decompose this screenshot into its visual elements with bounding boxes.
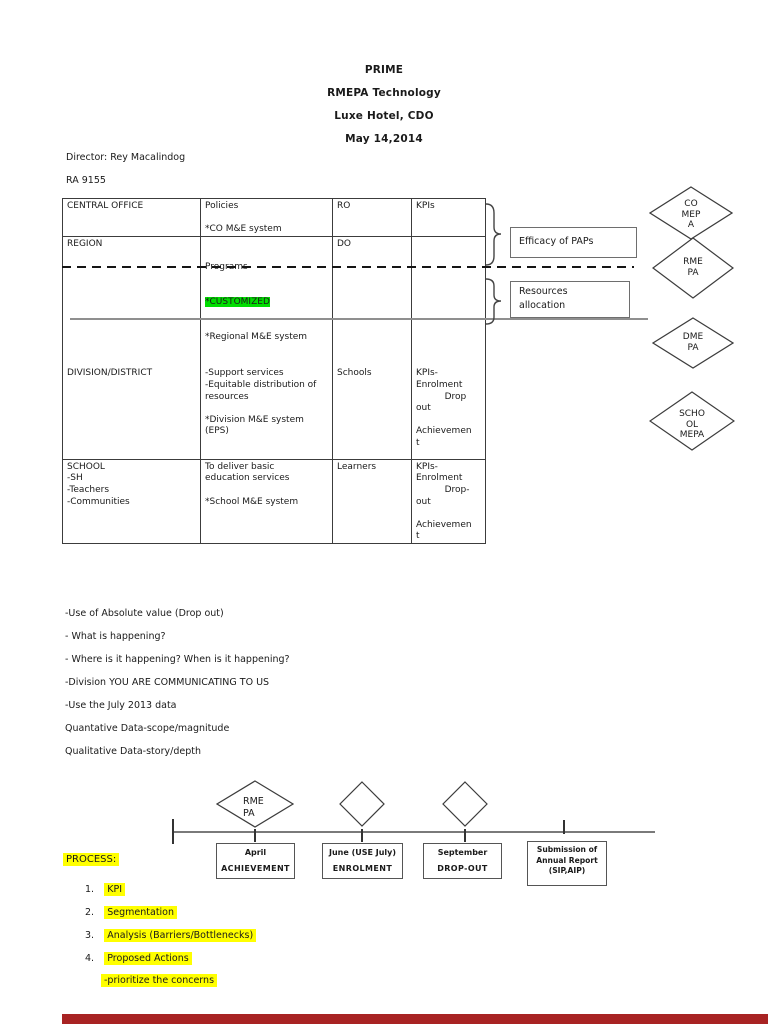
cell-mandate: -Support services -Equitable distributio…: [200, 366, 333, 460]
timeline-tick: [361, 829, 363, 842]
diamond-school-mepa-icon: [649, 391, 735, 451]
timeline-diamond-rme-pa-icon: [216, 780, 294, 828]
timeline-diamond-icon: [339, 781, 385, 827]
callout-resources-allocation: Resources allocation: [510, 281, 630, 318]
cell-kpi: KPIs- Enrolment Drop- out Achievemen t: [411, 458, 486, 544]
timeline-tick: [563, 820, 565, 834]
cell-mandate: To deliver basic education services *Sch…: [200, 458, 333, 544]
list-number: 1.: [85, 884, 95, 895]
cell-level: REGION: [62, 235, 201, 367]
timeline-month: June (USE July): [328, 848, 397, 857]
note-line: -Use of Absolute value (Drop out): [65, 608, 224, 619]
doc-date: May 14,2014: [345, 133, 423, 145]
list-number: 4.: [85, 953, 95, 964]
timeline-tick: [254, 829, 256, 842]
diamond-dme-pa-icon: [652, 317, 734, 369]
note-line: Quantative Data-scope/magnitude: [65, 723, 230, 734]
diamond-label-rme-pa: RME PA: [683, 257, 703, 278]
timeline-month: September: [437, 848, 488, 857]
doc-title: PRIME: [364, 64, 404, 76]
doc-subtitle: RMEPA Technology: [327, 87, 441, 99]
mandate-line: *Regional M&E system: [205, 331, 308, 342]
table-row-region: REGION Programs *CUSTOMIZED *Regional M&…: [62, 235, 486, 367]
diamond-label-school-mepa: SCHO OL MEPA: [679, 408, 705, 441]
process-label: PROCESS:: [63, 853, 120, 866]
process-item-segmentation: Segmentation: [104, 906, 178, 919]
timeline-box-september: September DROP-OUT: [423, 843, 502, 879]
timeline-kpi: DROP-OUT: [437, 864, 488, 873]
ra-line: RA 9155: [66, 175, 106, 186]
cell-kpi: KPIs: [411, 198, 486, 237]
process-item-analysis: Analysis (Barriers/Bottlenecks): [104, 929, 257, 942]
cell-mandate: Policies *CO M&E system: [200, 198, 333, 237]
timeline-diamond-label: RME PA: [243, 796, 264, 819]
table-row-school: SCHOOL -SH -Teachers -Communities To del…: [62, 458, 486, 544]
note-line: -Division YOU ARE COMMUNICATING TO US: [65, 677, 270, 688]
list-number: 3.: [85, 930, 95, 941]
diamond-label-co-mepa: CO MEP A: [681, 198, 701, 231]
note-line: -Use the July 2013 data: [65, 700, 177, 711]
horizontal-divider-line: [70, 318, 648, 320]
org-table: CENTRAL OFFICE Policies *CO M&E system R…: [62, 198, 486, 544]
brace-icon: [485, 278, 502, 325]
timeline-month: April: [244, 848, 267, 857]
cell-level: DIVISION/DISTRICT: [62, 366, 201, 460]
table-row-division: DIVISION/DISTRICT -Support services -Equ…: [62, 366, 486, 460]
highlighted-customized: *CUSTOMIZED: [205, 296, 270, 307]
timeline-kpi: ACHIEVEMENT: [221, 864, 290, 873]
diamond-label-dme-pa: DME PA: [682, 332, 704, 353]
timeline-diamond-icon: [442, 781, 488, 827]
callout-efficacy-of-paps: Efficacy of PAPs: [510, 227, 637, 258]
process-item-kpi: KPI: [104, 883, 126, 896]
diamond-rme-pa-icon: [652, 237, 734, 299]
list-number: 2.: [85, 907, 95, 918]
timeline-box-june: June (USE July) ENROLMENT: [322, 843, 403, 879]
timeline-kpi: ENROLMENT: [332, 864, 393, 873]
cell-office: Learners: [332, 458, 412, 544]
director-line: Director: Rey Macalindog: [66, 152, 186, 163]
cell-kpi: [411, 235, 486, 367]
process-item-proposed-actions: Proposed Actions: [104, 952, 192, 965]
note-line: - What is happening?: [65, 631, 166, 642]
brace-icon: [485, 203, 502, 266]
timeline-box-annual-report: Submission of Annual Report (SIP,AIP): [527, 841, 607, 886]
table-row-central-office: CENTRAL OFFICE Policies *CO M&E system R…: [62, 198, 486, 237]
timeline-start-tick: [172, 819, 174, 844]
process-subitem-prioritize: -prioritize the concerns: [101, 974, 218, 987]
note-line: Qualitative Data-story/depth: [65, 746, 201, 757]
cell-level: SCHOOL -SH -Teachers -Communities: [62, 458, 201, 544]
cell-office: DO: [332, 235, 412, 367]
cell-office: Schools: [332, 366, 412, 460]
doc-venue: Luxe Hotel, CDO: [334, 110, 434, 122]
dashed-divider-line: [62, 266, 634, 268]
timeline-axis: [173, 831, 655, 833]
cell-office: RO: [332, 198, 412, 237]
cell-kpi: KPIs- Enrolment Drop out Achievemen t: [411, 366, 486, 460]
note-line: - Where is it happening? When is it happ…: [65, 654, 290, 665]
cell-mandate: Programs *CUSTOMIZED *Regional M&E syste…: [200, 235, 333, 367]
cell-level: CENTRAL OFFICE: [62, 198, 201, 237]
timeline-box-april: April ACHIEVEMENT: [216, 843, 295, 879]
footer-bar: [62, 1014, 768, 1024]
timeline-tick: [464, 829, 466, 842]
